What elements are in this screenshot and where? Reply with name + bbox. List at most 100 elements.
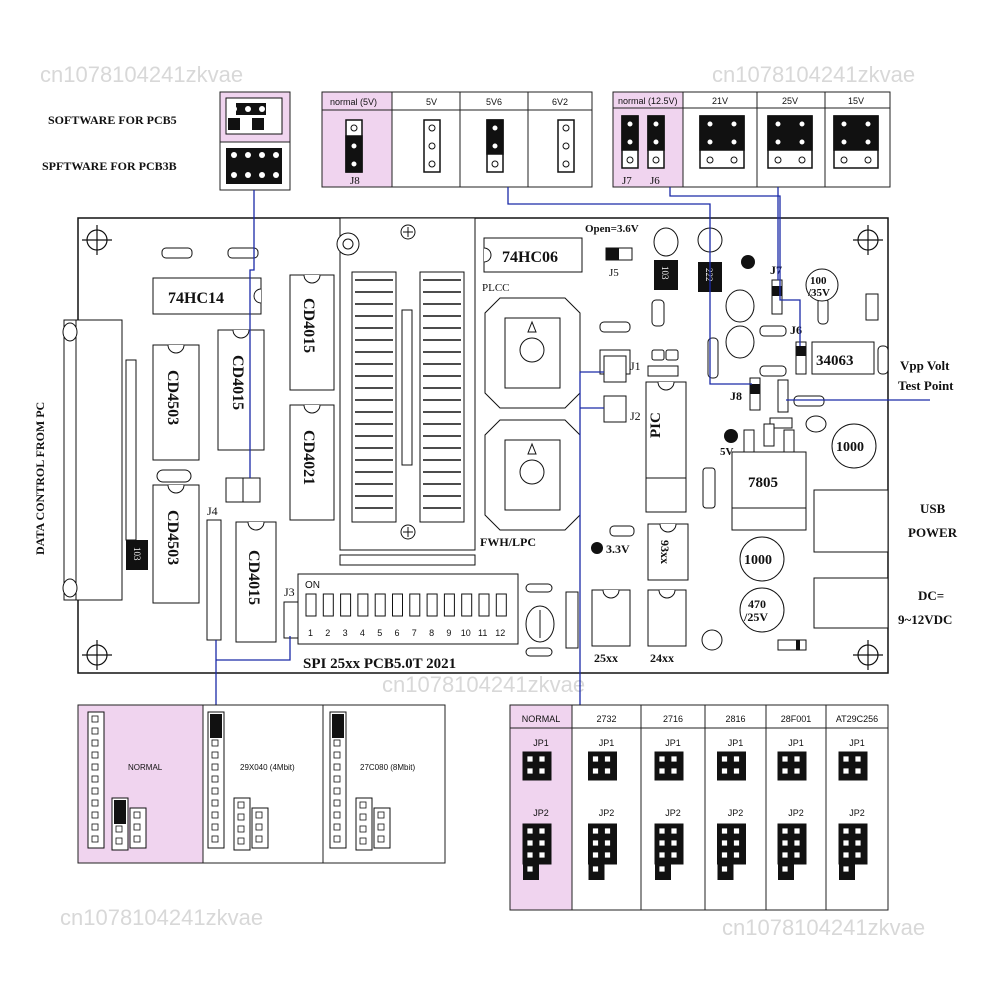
chip-34063-label: 34063 bbox=[816, 353, 854, 369]
board-j6-label: J6 bbox=[790, 323, 802, 337]
dc-label: DC= bbox=[918, 588, 944, 603]
smd-103-left-label: 103 bbox=[132, 547, 142, 561]
watermark-lower: cn1078104241zkvae bbox=[382, 672, 585, 697]
chip-cd4021: CD4021 bbox=[289, 404, 335, 521]
capacitor-1000-lower: 1000 bbox=[739, 536, 785, 582]
dip-number: 9 bbox=[446, 628, 451, 638]
chip-cd4015-left: CD4015 bbox=[217, 329, 265, 451]
led-5v bbox=[724, 429, 738, 443]
rom-jumper-table: NORMAL 29X040 (4Mbit) 27C080 (8Mbit) bbox=[77, 704, 446, 864]
chip-25xx-label: 25xx bbox=[594, 651, 618, 665]
jumper-header bbox=[355, 797, 373, 851]
software-pcb3b-label: SPFTWARE FOR PCB3B bbox=[42, 159, 177, 173]
jp2-extension-pin bbox=[842, 865, 850, 873]
dip-number: 6 bbox=[395, 628, 400, 638]
dip-lever bbox=[357, 593, 369, 617]
jumper-header bbox=[233, 797, 251, 851]
jumper-j1: J1 bbox=[603, 355, 641, 383]
jumper-header bbox=[87, 711, 105, 849]
jp-column-header: NORMAL bbox=[522, 714, 561, 724]
dip-lever bbox=[495, 593, 507, 617]
smd-103-left: 103 bbox=[126, 540, 148, 570]
mounting-holes bbox=[82, 225, 883, 670]
j8-header-6v2: 6V2 bbox=[552, 97, 568, 107]
chip-34063: 34063 bbox=[811, 341, 875, 375]
chip-cd4021-label: CD4021 bbox=[300, 430, 317, 485]
chip-25xx: 25xx bbox=[591, 589, 631, 665]
chip-74hc06: 74HC06 bbox=[483, 237, 583, 273]
watermark-top-left: cn1078104241zkvae bbox=[40, 62, 243, 87]
j8-header-normal: normal (5V) bbox=[330, 97, 377, 107]
j3-label: J3 bbox=[284, 585, 295, 599]
board-jumper-j8-cap bbox=[750, 384, 760, 394]
j8-header-5v6: 5V6 bbox=[486, 97, 502, 107]
usb-connector bbox=[813, 489, 889, 553]
j4-label: J4 bbox=[207, 504, 218, 518]
jumper-header bbox=[717, 751, 746, 781]
board-jumper-j8b bbox=[777, 379, 789, 413]
led-3v3 bbox=[591, 542, 603, 554]
board-j8-label: J8 bbox=[730, 389, 742, 403]
dc-range-label: 9~12VDC bbox=[898, 612, 952, 627]
jp1-label: JP1 bbox=[599, 738, 615, 748]
j5-label: J5 bbox=[609, 267, 619, 279]
jp2-label: JP2 bbox=[665, 808, 681, 818]
j8-header-5v: 5V bbox=[426, 97, 437, 107]
cap1000-upper-label: 1000 bbox=[836, 440, 864, 455]
voltage-table-j7-j6: normal (12.5V) 21V 25V 15V J7 J6 bbox=[612, 91, 891, 188]
plcc-socket-upper bbox=[484, 297, 581, 409]
open-label: Open=3.6V bbox=[585, 223, 639, 235]
jumper-header bbox=[654, 751, 684, 781]
watermark-top-right: cn1078104241zkvae bbox=[712, 62, 915, 87]
test-hole bbox=[701, 629, 723, 651]
zif-socket bbox=[336, 217, 476, 566]
jumper-header bbox=[588, 751, 617, 781]
dip-number: 8 bbox=[429, 628, 434, 638]
rom-normal-label: NORMAL bbox=[128, 763, 163, 772]
chip-cd4015-bottom-label: CD4015 bbox=[245, 550, 262, 605]
jp1-label: JP1 bbox=[788, 738, 804, 748]
regulator-7805: 7805 bbox=[731, 423, 807, 531]
jumper-header bbox=[777, 751, 807, 781]
board-jumper-j6 bbox=[795, 341, 807, 375]
dip-lever bbox=[340, 593, 352, 617]
board-jumper-j7 bbox=[771, 279, 783, 315]
cap1000-lower-label: 1000 bbox=[744, 553, 772, 568]
watermark-bottom-left: cn1078104241zkvae bbox=[60, 905, 263, 930]
chip-93xx-label: 93xx bbox=[658, 540, 672, 564]
jp1-label: JP1 bbox=[728, 738, 744, 748]
plcc-label: PLCC bbox=[482, 282, 510, 294]
v33-label: 3.3V bbox=[606, 542, 630, 556]
jp1-label: JP1 bbox=[533, 738, 549, 748]
smd-103-top: 103 bbox=[654, 260, 678, 290]
rom-29x040-label: 29X040 (4Mbit) bbox=[240, 763, 295, 772]
dip-on-label: ON bbox=[305, 580, 320, 591]
jp2-label: JP2 bbox=[599, 808, 615, 818]
plcc-socket-lower bbox=[484, 419, 581, 531]
jumper-j2: J2 bbox=[603, 395, 641, 423]
chip-cd4503-upper-label: CD4503 bbox=[164, 370, 181, 425]
jumper-j4: J4 bbox=[206, 477, 261, 641]
dip-lever bbox=[443, 593, 455, 617]
chip-74hc14: 74HC14 bbox=[152, 277, 262, 315]
dip-lever bbox=[305, 593, 317, 617]
dip-number: 1 bbox=[308, 628, 313, 638]
board-title: SPI 25xx PCB5.0T 2021 bbox=[303, 656, 456, 672]
jp-jumper-table: NORMALJP1JP22732JP1JP22716JP1JP22816JP1J… bbox=[509, 704, 889, 911]
board-jumper-j7-cap bbox=[772, 286, 782, 296]
led-top bbox=[741, 255, 755, 269]
jumper-j5-cap bbox=[606, 248, 619, 260]
dc-connector bbox=[813, 577, 889, 629]
software-selector: SOFTWARE FOR PCB5 SPFTWARE FOR PCB3B bbox=[42, 91, 291, 191]
cap470-label: 470 bbox=[748, 597, 766, 611]
chip-cd4015-left-label: CD4015 bbox=[229, 355, 246, 410]
jumper-header bbox=[373, 807, 391, 849]
jumper-header bbox=[838, 823, 868, 865]
dip-number: 2 bbox=[325, 628, 330, 638]
jumper-header bbox=[838, 751, 868, 781]
db25-connector bbox=[62, 319, 137, 601]
capacitor-1000-upper: 1000 bbox=[831, 423, 877, 469]
dip-number: 4 bbox=[360, 628, 365, 638]
